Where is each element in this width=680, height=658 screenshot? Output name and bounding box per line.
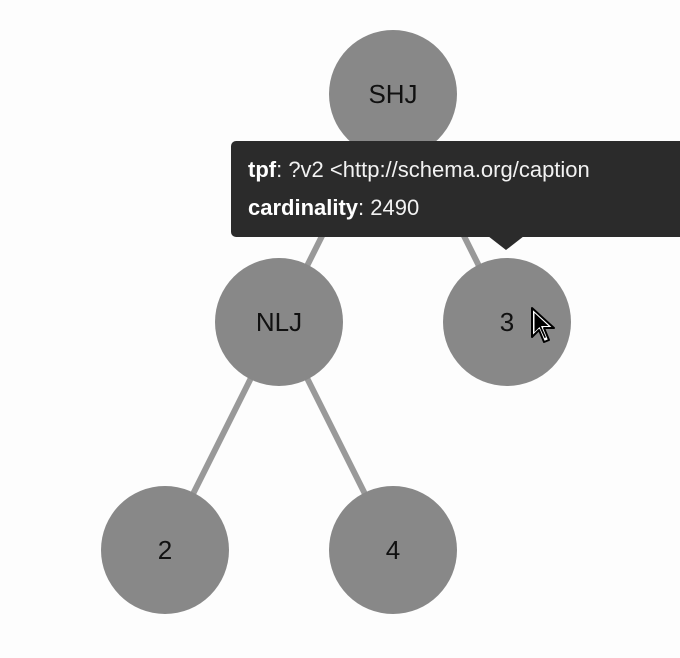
tooltip-tpf-key: tpf <box>248 157 277 182</box>
node-circle[interactable] <box>215 258 343 386</box>
tooltip-cardinality-value: : 2490 <box>358 195 420 220</box>
tooltip-arrow <box>488 236 524 250</box>
tree-node-4[interactable]: 4 <box>329 486 457 614</box>
node-circle[interactable] <box>101 486 229 614</box>
tooltip-tpf-row: tpf: ?v2 <http://schema.org/caption <box>248 157 680 195</box>
node-circle[interactable] <box>443 258 571 386</box>
node-circle[interactable] <box>329 486 457 614</box>
tooltip-cardinality-row: cardinality: 2490 <box>248 195 680 233</box>
node-tooltip: tpf: ?v2 <http://schema.org/caption card… <box>231 141 680 237</box>
tree-node-nlj[interactable]: NLJ <box>215 258 343 386</box>
tooltip-tpf-value: : ?v2 <http://schema.org/caption <box>276 157 590 182</box>
mouse-pointer-icon <box>531 307 555 343</box>
tree-node-shj[interactable]: SHJ <box>329 30 457 158</box>
tree-node-2[interactable]: 2 <box>101 486 229 614</box>
node-circle[interactable] <box>329 30 457 158</box>
tooltip-cardinality-key: cardinality <box>248 195 359 220</box>
